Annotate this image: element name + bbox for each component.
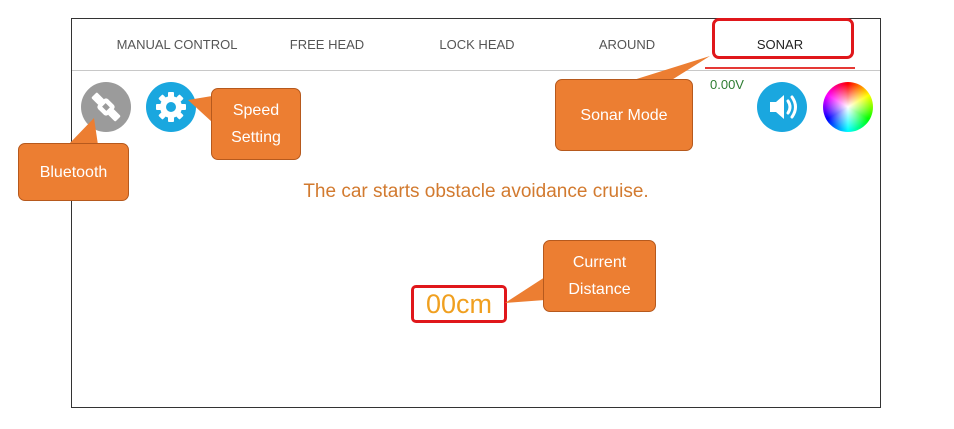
distance-callout-pointer [505,277,545,303]
speed-callout-pointer [188,96,212,122]
gear-icon [156,92,186,122]
tab-free-head[interactable]: FREE HEAD [289,37,365,52]
tab-lock-head[interactable]: LOCK HEAD [439,37,515,52]
sonar-tab-highlight [712,18,854,59]
tab-bar: MANUAL CONTROL FREE HEAD LOCK HEAD AROUN… [72,19,880,71]
speed-setting-callout: Speed Setting [211,88,301,160]
tab-around[interactable]: AROUND [598,37,656,52]
speaker-icon [770,95,797,119]
settings-button[interactable] [146,82,196,132]
sound-button[interactable] [757,82,807,132]
bluetooth-callout: Bluetooth [18,143,129,201]
active-tab-indicator [705,67,855,69]
voltage-readout: 0.00V [710,77,744,92]
tab-sonar[interactable]: SONAR [756,37,804,52]
color-wheel-icon [823,82,873,132]
sonar-mode-callout: Sonar Mode [555,79,693,151]
bluetooth-icon [91,92,121,122]
app-window: MANUAL CONTROL FREE HEAD LOCK HEAD AROUN… [71,18,881,408]
sonar-callout-pointer [630,56,710,81]
distance-value: 00cm [425,288,493,319]
distance-readout: 00cm [411,285,507,323]
color-picker-button[interactable] [823,82,873,132]
bluetooth-button[interactable] [81,82,131,132]
tab-manual-control[interactable]: MANUAL CONTROL [116,37,238,52]
status-message: The car starts obstacle avoidance cruise… [303,181,649,202]
bluetooth-callout-pointer [68,118,98,145]
current-distance-callout: Current Distance [543,240,656,312]
